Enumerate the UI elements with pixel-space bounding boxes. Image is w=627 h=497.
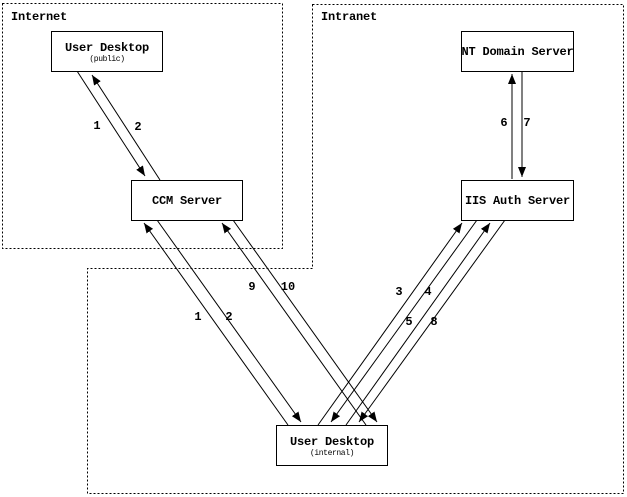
node-title: User Desktop	[64, 40, 149, 55]
node-ccm-server: CCM Server	[131, 180, 243, 221]
arrow-4-iis-to-internal	[330, 219, 478, 423]
node-subtitle: (public)	[89, 54, 125, 64]
node-title: NT Domain Server	[461, 45, 574, 59]
node-title: User Desktop	[289, 434, 374, 449]
arrow-1-public-to-ccm	[76, 70, 146, 177]
arrow-8-iis-to-internal	[358, 219, 506, 423]
arrow-label-4: 4	[424, 285, 432, 299]
node-iis-auth-server: IIS Auth Server	[461, 180, 574, 221]
arrow-9-internal-to-ccm	[221, 222, 367, 426]
internet-zone-border	[2, 3, 283, 249]
node-title: CCM Server	[151, 194, 222, 208]
arrow-2-ccm-to-public	[91, 74, 161, 181]
arrow-label-5: 5	[405, 315, 413, 329]
arrow-label-8: 8	[430, 315, 438, 329]
arrow-1-internal-to-ccm	[143, 222, 289, 426]
arrow-2-ccm-to-internal	[156, 219, 302, 423]
arrow-label-6: 6	[500, 116, 508, 130]
arrow-label-2-internal: 2	[225, 310, 233, 324]
arrow-label-10: 10	[280, 280, 296, 294]
arrow-label-9: 9	[248, 280, 256, 294]
node-subtitle: (internal)	[309, 448, 354, 458]
arrow-label-1-public: 1	[93, 119, 101, 133]
node-user-desktop-public: User Desktop (public)	[51, 31, 163, 72]
arrow-10-ccm-to-internal	[232, 219, 378, 423]
node-title: IIS Auth Server	[464, 194, 571, 208]
arrow-label-7: 7	[523, 116, 531, 130]
node-user-desktop-internal: User Desktop (internal)	[276, 425, 388, 466]
zone-label-intranet: Intranet	[321, 10, 378, 24]
arrow-label-3: 3	[395, 285, 403, 299]
arrow-3-internal-to-iis	[317, 222, 463, 426]
node-nt-domain-server: NT Domain Server	[461, 31, 574, 72]
intranet-zone-border	[87, 4, 624, 494]
zone-label-internet: Internet	[11, 10, 68, 24]
arrow-5-internal-to-iis	[345, 222, 491, 426]
arrow-label-1-internal: 1	[194, 310, 202, 324]
arrow-label-2-public: 2	[134, 120, 142, 134]
